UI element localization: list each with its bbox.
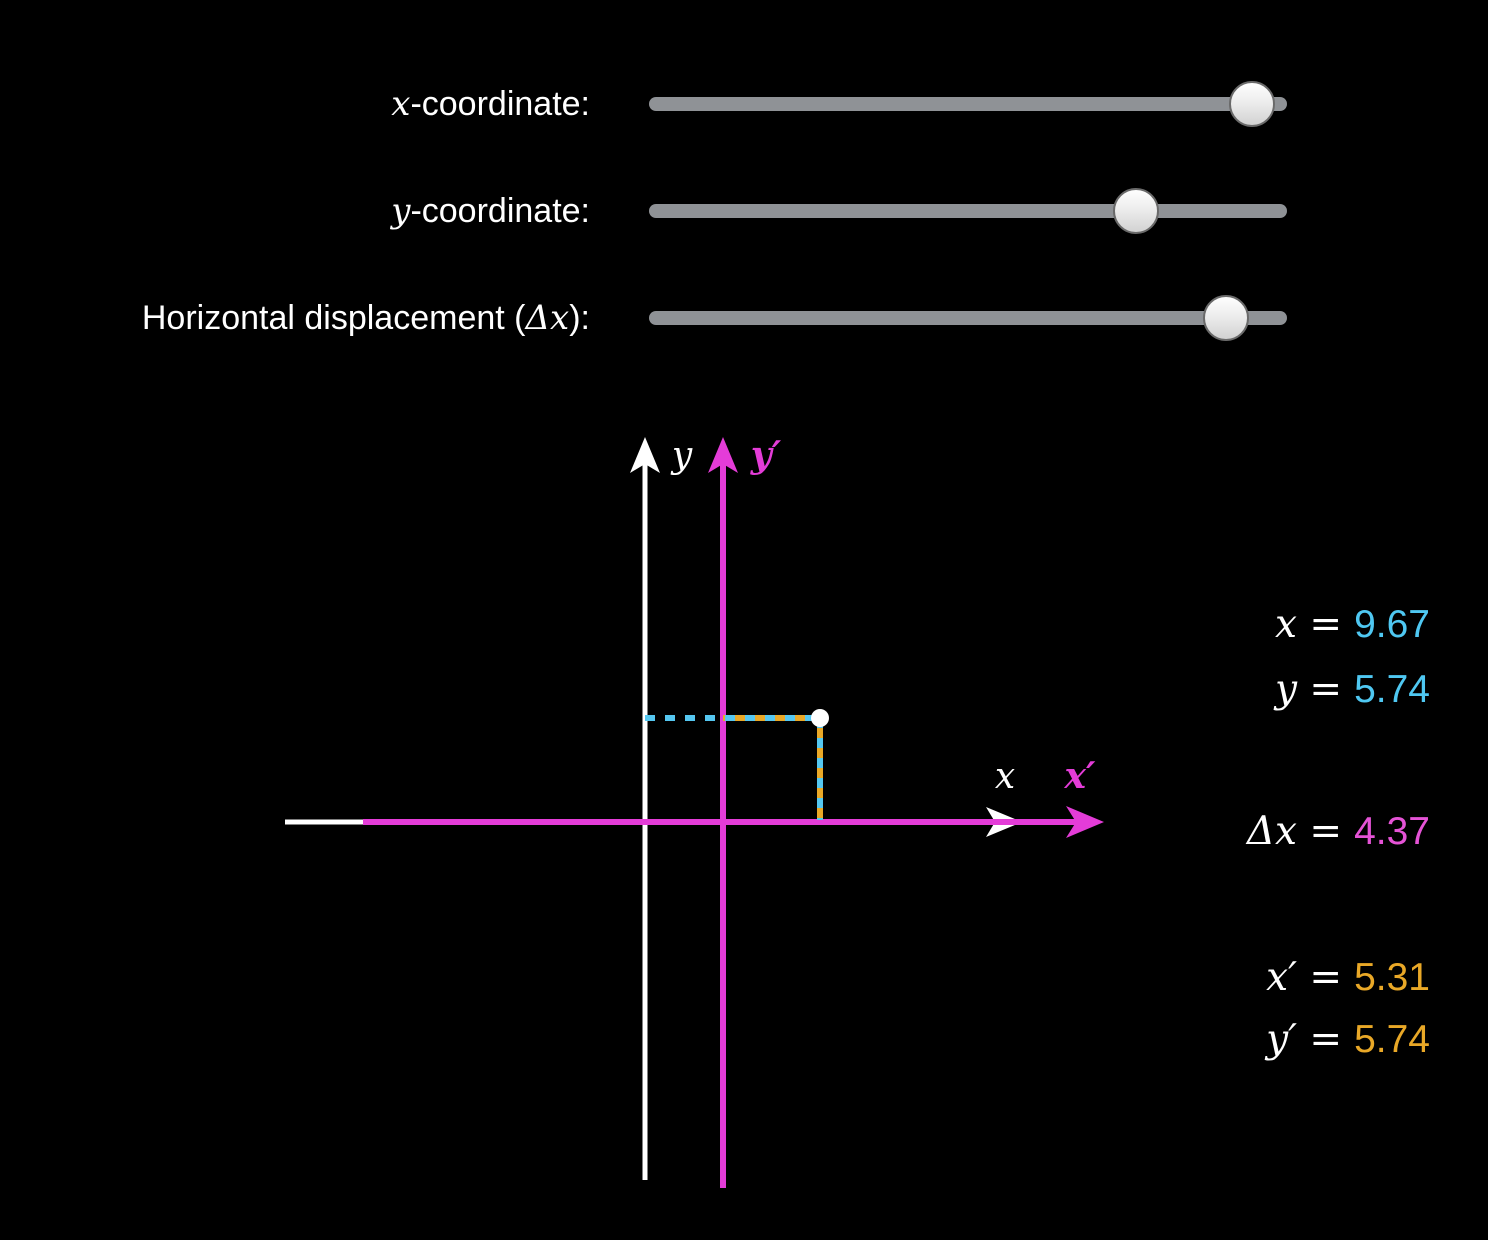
slider-dx	[649, 295, 1287, 341]
readout-y: y = 5.74	[1275, 664, 1430, 716]
x-axis-label: x	[995, 756, 1015, 797]
slider-handle-y[interactable]	[1112, 188, 1159, 234]
x-prime-axis-arrowhead	[1066, 806, 1104, 838]
slider-label-dx: Horizontal displacement (Δx):	[0, 295, 590, 341]
slider-row-x: x-coordinate:	[0, 81, 1488, 127]
slider-label-y-var: y	[391, 191, 411, 231]
y-prime-axis-label: y′	[750, 434, 782, 476]
slider-label-y-suffix: -coordinate:	[410, 192, 590, 230]
readout-x-value: 9.67	[1354, 603, 1430, 646]
slider-y	[649, 188, 1287, 234]
readout-y-label: y =	[1274, 667, 1343, 712]
slider-dx-track[interactable]	[649, 311, 1287, 325]
x-prime-axis-label: x′	[1064, 755, 1096, 797]
readout-y-prime-value: 5.74	[1354, 1018, 1430, 1061]
y-prime-axis-arrowhead	[708, 437, 738, 473]
readout-x: x = 9.67	[1275, 599, 1430, 651]
slider-handle-x[interactable]	[1228, 81, 1275, 127]
y-axis-label: y	[670, 435, 693, 476]
readout-dx: Δx = 4.37	[1247, 806, 1430, 858]
readout-dx-value: 4.37	[1354, 810, 1430, 853]
slider-x	[649, 81, 1287, 127]
plot-point[interactable]	[811, 709, 829, 727]
readout-x-prime-value: 5.31	[1354, 956, 1430, 999]
slider-handle-dx[interactable]	[1202, 295, 1249, 341]
slider-label-x-suffix: -coordinate:	[410, 85, 590, 123]
slider-label-dx-var: Δx	[525, 298, 570, 338]
slider-row-dx: Horizontal displacement (Δx):	[0, 295, 1488, 341]
readout-y-value: 5.74	[1354, 668, 1430, 711]
readout-x-prime: x′ = 5.31	[1266, 952, 1430, 1004]
slider-label-dx-suffix: ):	[569, 299, 590, 337]
slider-label-x-var: x	[391, 84, 411, 124]
slider-row-y: y-coordinate:	[0, 188, 1488, 234]
readout-x-label: x =	[1275, 602, 1343, 647]
slider-label-y: y-coordinate:	[0, 188, 590, 234]
readout-y-prime-label: y′ =	[1266, 1017, 1343, 1062]
readout-y-prime: y′ = 5.74	[1266, 1014, 1430, 1066]
slider-x-track[interactable]	[649, 97, 1287, 111]
readout-dx-label: Δx =	[1246, 809, 1343, 854]
y-axis-arrowhead	[630, 437, 660, 473]
slider-label-dx-prefix: Horizontal displacement (	[141, 299, 526, 337]
readout-x-prime-label: x′ =	[1266, 955, 1343, 1000]
slider-label-x: x-coordinate:	[0, 81, 590, 127]
